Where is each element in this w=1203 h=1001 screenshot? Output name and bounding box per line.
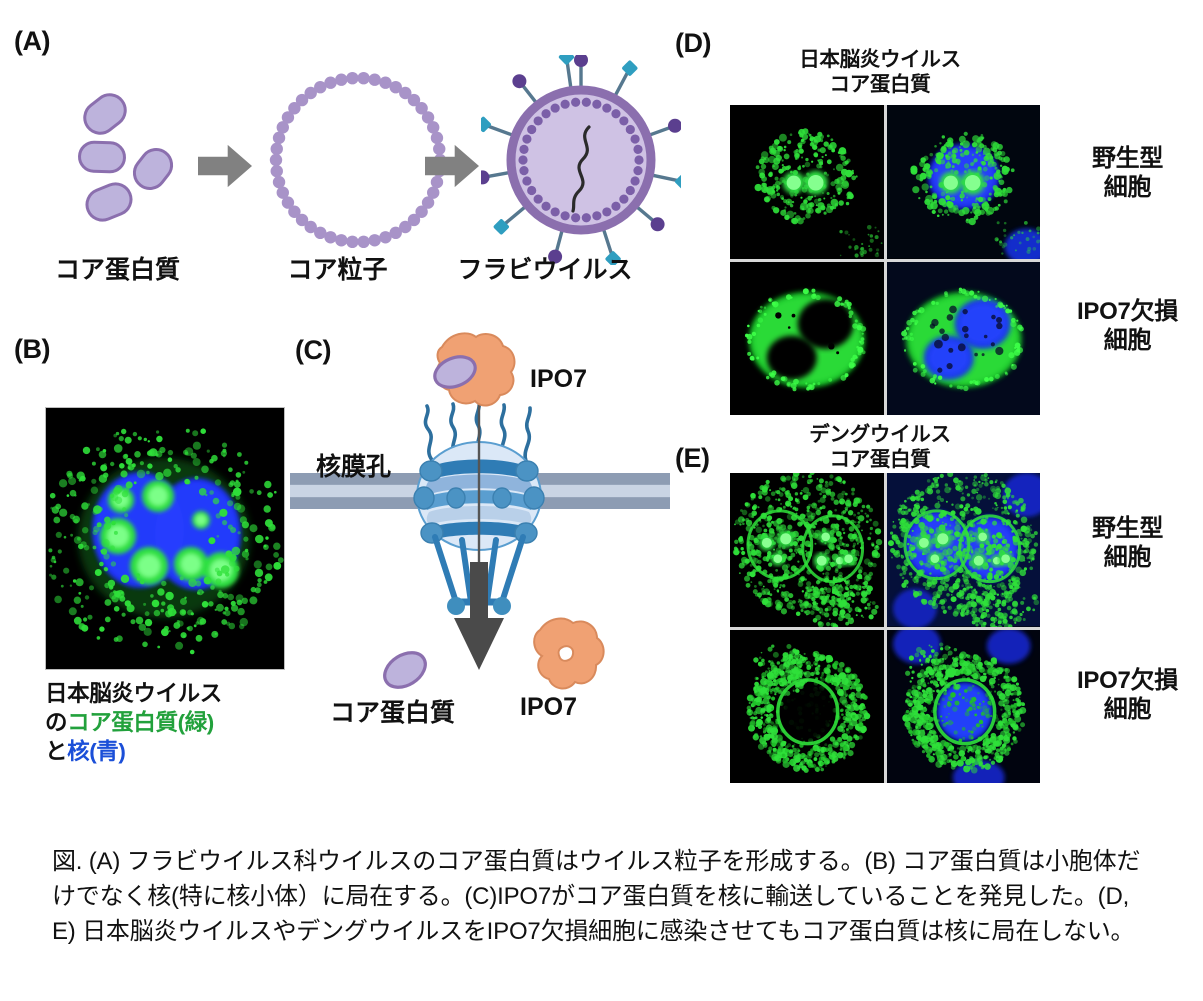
panel-b-caption: 日本脳炎ウイルス のコア蛋白質(緑) と核(青) <box>45 680 305 766</box>
panel-c: (C) <box>290 325 670 775</box>
panel-a-step-3-caption: フラビウイルス <box>457 256 633 284</box>
nuclear-pore-diagram <box>290 332 670 690</box>
panel-d-cell-ko-green <box>730 261 884 415</box>
panel-a: (A) コア蛋白質 コア粒子 フラビウイルス <box>0 0 681 300</box>
panel-d-grid <box>730 105 1040 415</box>
panel-e-row-label-ko: IPO7欠損 細胞 <box>1077 667 1178 723</box>
panel-e: (E) デングウイルス コア蛋白質 <box>665 415 1203 815</box>
core-protein-capsule <box>77 140 127 174</box>
free-core-protein <box>383 651 427 689</box>
basket-nodes <box>447 597 511 615</box>
panel-b: (B) <box>0 325 300 805</box>
panel-c-ipo7-bottom-label: IPO7 <box>520 693 577 721</box>
figure-caption: 図. (A) フラビウイルス科ウイルスのコア蛋白質はウイルス粒子を形成する。(B… <box>52 848 1141 945</box>
panel-e-grid <box>730 473 1040 783</box>
core-protein-capsule <box>126 141 180 197</box>
core-protein-capsule <box>76 86 134 142</box>
flavivirus-particle <box>481 55 681 265</box>
ipo7-blob-bottom <box>533 617 605 690</box>
panel-d-cell-ko-merge <box>886 261 1040 415</box>
caption-plain-no: の <box>45 709 68 735</box>
core-particle-ring <box>269 71 447 249</box>
panel-c-pore-label: 核膜孔 <box>316 453 392 481</box>
panel-e-row-label-wt: 野生型 細胞 <box>1091 515 1164 571</box>
panel-a-step-2-caption: コア粒子 <box>287 256 388 284</box>
panel-c-core-bottom-label: コア蛋白質 <box>330 699 456 727</box>
panel-c-ipo7-top-label: IPO7 <box>530 365 587 393</box>
panel-d-row-label-ko: IPO7欠損 細胞 <box>1077 298 1178 354</box>
panel-e-cell-wt-green <box>730 473 884 627</box>
panel-a-step-1-caption: コア蛋白質 <box>54 256 180 284</box>
transport-arrow-icon <box>454 562 504 670</box>
panel-a-label: (A) <box>14 26 50 56</box>
panel-e-cell-ko-merge <box>886 629 1040 783</box>
panel-e-title: デングウイルス コア蛋白質 <box>809 423 951 471</box>
panel-d: (D) 日本脳炎ウイルス コア蛋白質 <box>665 20 1203 420</box>
panel-c-label: (C) <box>295 335 331 365</box>
panel-b-micrograph <box>45 407 285 670</box>
caption-blue-text: 核(青) <box>67 738 126 764</box>
ipo7-blob-top <box>433 332 516 407</box>
panel-e-label: (E) <box>675 443 710 473</box>
panel-b-caption-line2: のコア蛋白質(緑) <box>45 709 305 738</box>
caption-green-text: コア蛋白質(緑) <box>67 709 214 735</box>
caption-plain-to: と <box>45 738 68 764</box>
panel-e-cell-ko-green <box>730 629 884 783</box>
panel-e-cell-wt-merge <box>886 473 1040 627</box>
panel-b-label: (B) <box>14 334 50 364</box>
panel-d-label: (D) <box>675 28 711 58</box>
core-protein-capsule <box>80 177 138 227</box>
panel-b-caption-line1: 日本脳炎ウイルス <box>45 681 222 706</box>
panel-d-title: 日本脳炎ウイルス コア蛋白質 <box>799 48 961 96</box>
panel-b-caption-line3: と核(青) <box>45 738 305 767</box>
panel-d-cell-wt-green <box>730 105 884 259</box>
bound-core-protein <box>433 355 477 389</box>
panel-d-cell-wt-merge <box>886 105 1040 259</box>
panel-b-cell-image <box>46 408 284 669</box>
arrow-right-icon <box>198 144 252 188</box>
panel-d-row-label-wt: 野生型 細胞 <box>1091 145 1164 201</box>
